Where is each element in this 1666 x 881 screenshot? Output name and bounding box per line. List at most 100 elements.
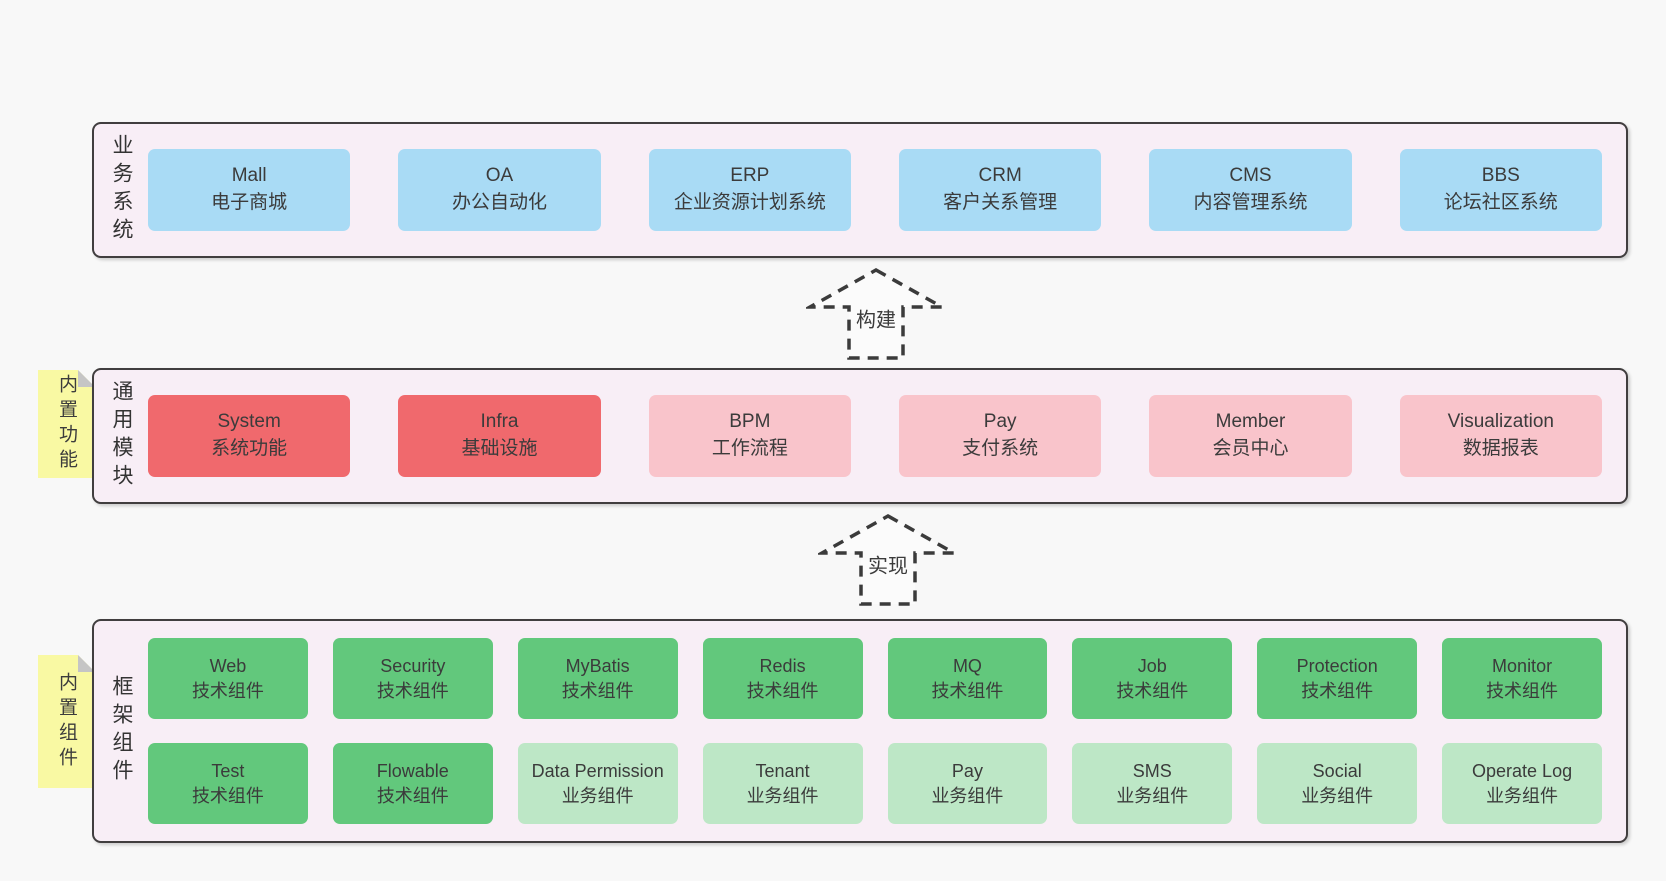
- box-mybatis: MyBatis 技术组件: [517, 638, 678, 719]
- box-pay-module: Pay 支付系统: [898, 395, 1102, 477]
- box-title: SMS: [1132, 761, 1172, 782]
- box-bpm: BPM 工作流程: [648, 395, 851, 477]
- box-bbs: BBS 论坛社区系统: [1399, 149, 1602, 231]
- box-subtitle: 数据报表: [1462, 438, 1539, 459]
- framework-boxes-grid: Web 技术组件 Security 技术组件 MyBatis 技术组件 Redi…: [148, 621, 1626, 841]
- box-title: Flowable: [376, 761, 449, 782]
- box-protection: Protection 技术组件: [1257, 638, 1418, 719]
- box-title: Data Permission: [531, 761, 664, 782]
- box-subtitle: 技术组件: [191, 785, 264, 806]
- box-subtitle: 业务组件: [746, 785, 819, 806]
- box-title: BPM: [729, 411, 771, 433]
- box-web: Web 技术组件: [148, 638, 308, 719]
- box-title: Monitor: [1492, 656, 1553, 677]
- box-erp: ERP 企业资源计划系统: [648, 149, 851, 231]
- box-flowable: Flowable 技术组件: [332, 743, 493, 824]
- box-title: Security: [380, 656, 446, 677]
- framework-row-2: Test 技术组件 Flowable 技术组件 Data Permission …: [148, 743, 1602, 824]
- business-systems-layer: 业务系统 Mall 电子商城 OA 办公自动化 ERP 企业资源计划系统 CRM…: [92, 122, 1628, 258]
- box-title: BBS: [1481, 165, 1520, 187]
- box-subtitle: 企业资源计划系统: [673, 192, 826, 213]
- layer-label-text: 通用模块: [110, 380, 133, 492]
- box-title: Mall: [231, 165, 267, 187]
- box-title: Redis: [759, 656, 806, 677]
- sticky-note-builtin-features: 内置功能: [38, 370, 95, 478]
- box-title: OA: [485, 165, 514, 187]
- box-title: ERP: [730, 165, 770, 187]
- box-title: System: [217, 411, 281, 433]
- layer-label-modules: 通用模块: [94, 370, 148, 502]
- box-subtitle: 技术组件: [376, 785, 449, 806]
- box-subtitle: 业务组件: [1486, 785, 1559, 806]
- box-title: MQ: [952, 656, 982, 677]
- box-title: Web: [209, 656, 247, 677]
- layer-label-business: 业务系统: [94, 124, 148, 256]
- box-subtitle: 会员中心: [1212, 438, 1289, 459]
- arrow-build-label: 构建: [853, 303, 899, 333]
- box-title: Test: [211, 761, 245, 782]
- sticky-note-label: 内置功能: [56, 374, 77, 474]
- box-subtitle: 技术组件: [191, 680, 264, 701]
- box-title: Tenant: [755, 761, 810, 782]
- box-subtitle: 论坛社区系统: [1443, 192, 1558, 213]
- box-subtitle: 技术组件: [931, 680, 1004, 701]
- box-title: Job: [1137, 656, 1167, 677]
- box-infra: Infra 基础设施: [398, 395, 601, 477]
- box-subtitle: 系统功能: [211, 438, 288, 459]
- box-title: Member: [1215, 411, 1286, 433]
- box-mq: MQ 技术组件: [887, 638, 1048, 719]
- box-subtitle: 办公自动化: [451, 192, 547, 213]
- sticky-note-label: 内置组件: [56, 671, 77, 772]
- box-title: Social: [1312, 761, 1362, 782]
- box-title: Pay: [983, 411, 1017, 433]
- box-subtitle: 业务组件: [1116, 785, 1189, 806]
- box-redis: Redis 技术组件: [702, 638, 863, 719]
- box-title: CRM: [978, 165, 1022, 187]
- common-modules-layer: 通用模块 System 系统功能 Infra 基础设施 BPM 工作流程 Pay…: [92, 368, 1628, 504]
- box-subtitle: 技术组件: [1116, 680, 1189, 701]
- framework-row-1: Web 技术组件 Security 技术组件 MyBatis 技术组件 Redi…: [148, 638, 1602, 719]
- box-subtitle: 业务组件: [1301, 785, 1374, 806]
- sticky-note-builtin-components: 内置组件: [38, 655, 95, 788]
- box-pay-component: Pay 业务组件: [887, 743, 1048, 824]
- box-job: Job 技术组件: [1072, 638, 1233, 719]
- box-title: MyBatis: [565, 656, 630, 677]
- business-boxes-row: Mall 电子商城 OA 办公自动化 ERP 企业资源计划系统 CRM 客户关系…: [148, 124, 1626, 256]
- arrow-build: 构建: [806, 266, 946, 362]
- box-cms: CMS 内容管理系统: [1149, 149, 1352, 231]
- box-subtitle: 基础设施: [461, 438, 538, 459]
- layer-label-framework: 框架组件: [94, 621, 148, 841]
- box-data-permission: Data Permission 业务组件: [517, 743, 678, 824]
- box-subtitle: 业务组件: [931, 785, 1004, 806]
- box-mall: Mall 电子商城: [148, 149, 351, 231]
- box-subtitle: 支付系统: [962, 438, 1039, 459]
- box-security: Security 技术组件: [332, 638, 493, 719]
- box-subtitle: 技术组件: [1301, 680, 1374, 701]
- box-operate-log: Operate Log 业务组件: [1442, 743, 1602, 824]
- box-social: Social 业务组件: [1257, 743, 1418, 824]
- layer-label-text: 框架组件: [110, 675, 133, 787]
- arrow-implement-label: 实现: [865, 549, 911, 579]
- box-subtitle: 业务组件: [561, 785, 634, 806]
- box-title: Protection: [1296, 656, 1378, 677]
- framework-components-layer: 框架组件 Web 技术组件 Security 技术组件 MyBatis 技术组件…: [92, 619, 1628, 843]
- box-test: Test 技术组件: [148, 743, 308, 824]
- box-tenant: Tenant 业务组件: [702, 743, 863, 824]
- box-subtitle: 工作流程: [711, 438, 788, 459]
- box-system: System 系统功能: [148, 395, 351, 477]
- arrow-implement: 实现: [818, 512, 958, 608]
- box-member: Member 会员中心: [1149, 395, 1352, 477]
- box-title: Visualization: [1447, 411, 1554, 433]
- box-subtitle: 技术组件: [561, 680, 634, 701]
- box-subtitle: 内容管理系统: [1193, 192, 1308, 213]
- box-subtitle: 技术组件: [376, 680, 449, 701]
- box-oa: OA 办公自动化: [398, 149, 601, 231]
- box-sms: SMS 业务组件: [1072, 743, 1233, 824]
- layer-label-text: 业务系统: [110, 134, 133, 246]
- box-title: Infra: [480, 411, 519, 433]
- box-subtitle: 技术组件: [746, 680, 819, 701]
- box-title: Operate Log: [1472, 761, 1573, 782]
- box-title: Pay: [951, 761, 983, 782]
- module-boxes-row: System 系统功能 Infra 基础设施 BPM 工作流程 Pay 支付系统…: [148, 370, 1626, 502]
- box-subtitle: 电子商城: [211, 192, 288, 213]
